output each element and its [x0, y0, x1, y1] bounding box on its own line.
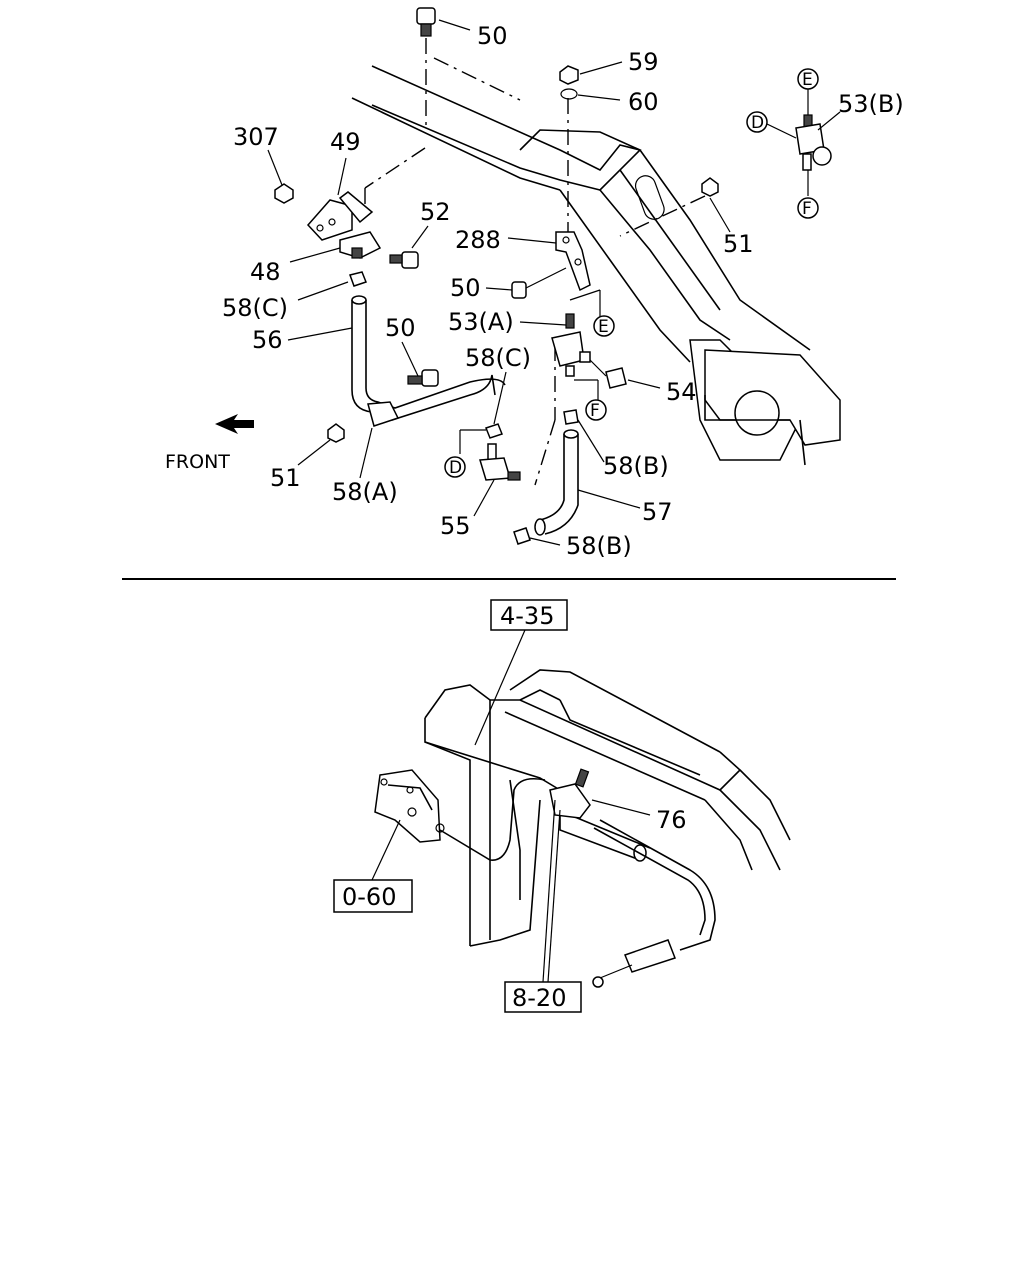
label-54: 54	[666, 378, 697, 406]
bracket-48	[289, 231, 382, 263]
callout-e-main-text: E	[598, 317, 609, 337]
joint-53a	[551, 313, 591, 377]
callout-e-inset: E	[802, 70, 813, 90]
nut-51-left	[327, 423, 345, 443]
label-50-top: 50	[477, 22, 508, 50]
label-58b-mid: 58(B)	[603, 452, 669, 480]
clamp-76	[549, 768, 651, 819]
nut-307	[274, 183, 294, 204]
callout-f-inset: F	[802, 199, 812, 219]
clip-58b-low	[513, 527, 531, 545]
label-49: 49	[330, 128, 361, 156]
frame-rail-bottom	[424, 669, 791, 947]
label-53a: 53(A)	[448, 308, 514, 336]
clip-58c-right	[485, 423, 503, 439]
hose-57	[534, 429, 579, 536]
bracket-288	[555, 231, 591, 292]
plug-54	[589, 359, 661, 389]
bolt-top	[416, 7, 471, 37]
label-58a: 58(A)	[332, 478, 398, 506]
ref-4-35: 4-35	[500, 602, 554, 630]
label-56: 56	[252, 326, 283, 354]
frame-rail-top	[351, 65, 841, 466]
bracket-49	[306, 191, 374, 241]
clip-58a	[367, 401, 400, 427]
label-307: 307	[233, 123, 279, 151]
label-59: 59	[628, 48, 659, 76]
clip-58b-mid	[563, 409, 579, 425]
label-55: 55	[440, 512, 471, 540]
label-58c-left: 58(C)	[222, 294, 288, 322]
ref-8-20: 8-20	[512, 984, 566, 1012]
bolt-50-lower	[407, 369, 439, 387]
ref-box-8-20	[504, 981, 582, 1013]
clip-58c-left	[349, 271, 367, 287]
pipe-55	[479, 443, 521, 481]
label-57: 57	[642, 498, 673, 526]
label-58c-right: 58(C)	[465, 344, 531, 372]
bolt-52	[389, 251, 419, 269]
label-58b-low: 58(B)	[566, 532, 632, 560]
nut-59	[559, 61, 623, 85]
nut-51-right	[701, 177, 719, 197]
label-53b: 53(B)	[838, 90, 904, 118]
callout-f-main	[585, 399, 607, 421]
callout-e-main	[593, 315, 615, 337]
ref-0-60: 0-60	[342, 883, 396, 911]
callout-d-main-text: D	[449, 458, 462, 478]
label-50-lower: 50	[385, 314, 416, 342]
label-48: 48	[250, 258, 281, 286]
front-arrow-icon	[215, 414, 254, 434]
clip-60	[560, 88, 621, 101]
front-label: FRONT	[165, 451, 230, 473]
dashed-guides	[364, 38, 706, 486]
label-288: 288	[455, 226, 501, 254]
label-76: 76	[656, 806, 687, 834]
label-52: 52	[420, 198, 451, 226]
ref-box-4-35	[490, 599, 568, 631]
callout-f-main-text: F	[590, 401, 600, 421]
callout-d-inset: D	[751, 113, 764, 133]
ref-box-0-60	[333, 879, 413, 913]
label-51-left: 51	[270, 464, 301, 492]
label-60: 60	[628, 88, 659, 116]
callout-d-main	[444, 456, 466, 478]
label-50-mid: 50	[450, 274, 481, 302]
cable	[439, 777, 716, 988]
bolt-50-mid	[511, 267, 567, 299]
label-51-right: 51	[723, 230, 754, 258]
joint-53b-inset	[746, 68, 841, 219]
component-0-60	[374, 769, 445, 843]
